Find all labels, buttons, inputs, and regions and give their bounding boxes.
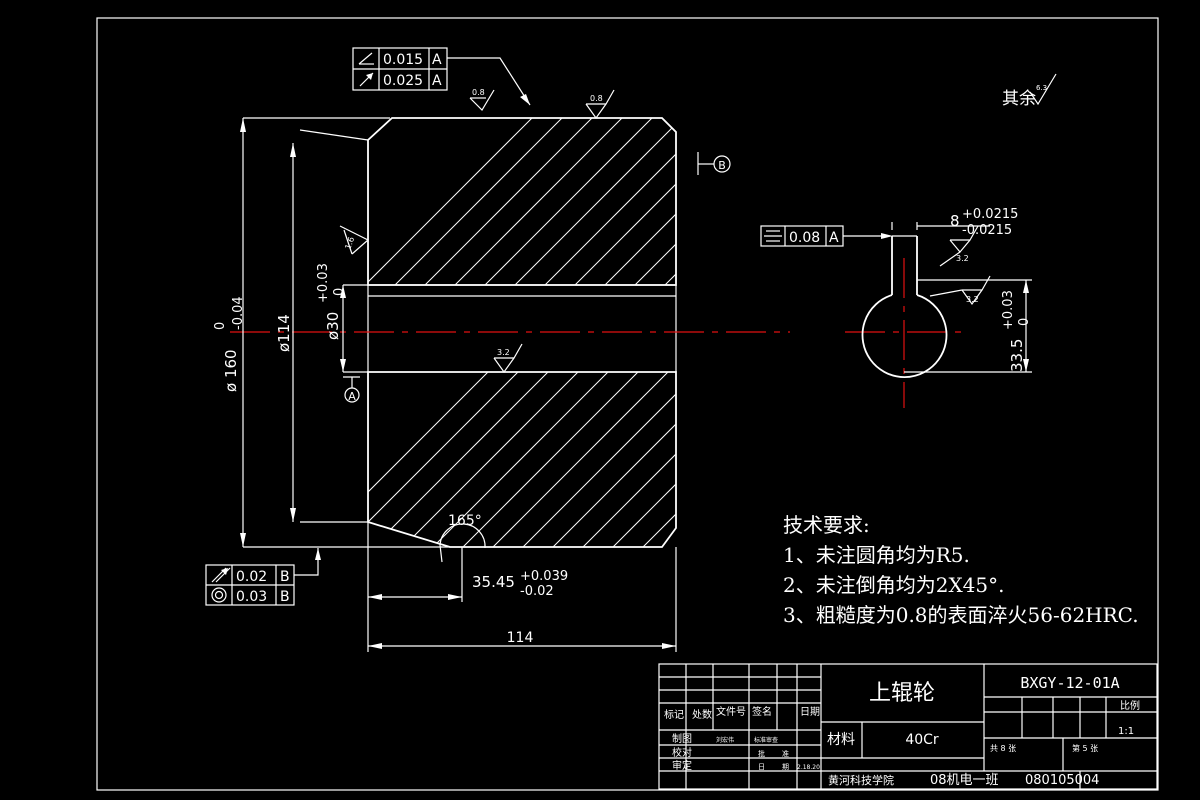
roughness-bore: 3.2: [493, 343, 523, 374]
hatch-top: [368, 118, 676, 285]
gdt-bottom-row1-datum: B: [280, 569, 290, 585]
tb-approve-b: 期: [782, 763, 789, 771]
dim-bore-tol-upper: +0.03: [316, 263, 331, 303]
tb-hdr-date: 日期: [800, 706, 820, 718]
gdt-top-row1-datum: A: [432, 52, 442, 68]
roughness-key-bottom: 3.2: [929, 275, 991, 306]
dim-key-depth: 33.5: [1008, 339, 1026, 372]
gdt-top-row2-datum: A: [432, 73, 442, 89]
tb-hdr-sign: 签名: [752, 705, 772, 718]
symmetry-icon: [764, 230, 782, 242]
roughness-face-top2: 0.8: [585, 89, 615, 120]
circular-runout-icon: [359, 72, 374, 87]
tb-approve-a: 日: [758, 763, 765, 771]
concentricity-icon: [211, 587, 227, 603]
tb-school: 黄河科技学院: [828, 773, 894, 787]
gdt-keyway-value: 0.08: [789, 230, 820, 246]
gdt-bottom-row2-value: 0.03: [236, 589, 267, 605]
tech-item-2: 2、未注倒角均为2X45°.: [783, 573, 1005, 597]
roughness-key-bottom-value: 3.2: [966, 295, 979, 304]
dim-key-depth-tol-upper: +0.03: [1001, 290, 1016, 330]
dim-outer-dia-tol-lower: -0.04: [231, 296, 246, 330]
dim-outer-dia-tol-upper: 0: [213, 322, 228, 330]
roughness-other-value: 6.3: [1036, 84, 1047, 92]
tb-hdr-mark: 标记: [664, 709, 684, 721]
gdt-keyway: 0.08 A: [760, 225, 893, 247]
tb-check-b: 准: [782, 749, 789, 758]
gdt-bottom: 0.02 B 0.03 B: [205, 548, 321, 606]
dim-key-width-tol-upper: +0.0215: [962, 207, 1018, 222]
gdt-bottom-row1-value: 0.02: [236, 569, 267, 585]
tb-scale-label: 比例: [1120, 699, 1140, 712]
tb-check-a: 批: [758, 749, 765, 758]
dim-inner-dia: ø114: [275, 143, 296, 522]
tech-title: 技术要求:: [783, 513, 870, 537]
datum-a: A: [343, 376, 360, 403]
dim-key-width-tol-lower: -0.0215: [962, 223, 1012, 238]
tech-requirements: 技术要求: 1、未注圆角均为R5. 2、未注倒角均为2X45°. 3、粗糙度为0…: [783, 513, 1139, 627]
tb-part-name: 上辊轮: [869, 681, 935, 706]
hatch-bottom: [368, 372, 676, 547]
title-block: 上辊轮 BXGY-12-01A 比例 1:1 材料 40Cr 共 8 张 第 5…: [658, 663, 1158, 790]
roughness-face-top1: 0.8: [469, 88, 495, 111]
tech-item-3: 3、粗糙度为0.8的表面淬火56-62HRC.: [783, 603, 1139, 627]
tb-class: 08机电一班: [930, 773, 999, 788]
tb-material: 40Cr: [905, 732, 939, 748]
tb-approve-label: 审定: [672, 759, 692, 772]
roughness-other: 其余 6.3: [1002, 73, 1057, 109]
dim-bore-dia: ø30 +0.03 0: [316, 263, 368, 373]
section-view: [299, 117, 677, 549]
dim-length-label: 114: [507, 630, 534, 646]
dim-outer-dia: ø 160 0 -0.04: [213, 117, 450, 548]
roughness-bore-value: 3.2: [497, 348, 510, 357]
tb-check-label: 校对: [672, 746, 692, 759]
gdt-keyway-datum: A: [829, 230, 839, 246]
tb-sheets-total: 共 8 张: [990, 744, 1016, 753]
tb-hdr-file: 文件号: [716, 705, 746, 718]
roughness-key-side-value: 3.2: [956, 254, 969, 263]
roughness-bore-left: 1.6: [339, 225, 370, 255]
dim-bore-dia-label: ø30: [324, 312, 342, 340]
dim-groove-tol-lower: -0.02: [520, 584, 554, 599]
roughness-face-top2-value: 0.8: [590, 94, 603, 103]
tb-approve-date: 2.18.20: [797, 764, 820, 771]
roughness-face-top1-value: 0.8: [472, 88, 485, 97]
tb-hdr-count: 处数: [692, 708, 712, 721]
tb-scale-value: 1:1: [1118, 726, 1134, 737]
dim-angle-label: 165°: [448, 513, 482, 529]
tb-student-no: 080105004: [1025, 773, 1099, 788]
roughness-bore-left-value: 1.6: [343, 236, 356, 251]
gdt-top-row1-value: 0.015: [383, 52, 423, 68]
dim-groove: 35.45 +0.039 -0.02: [368, 547, 568, 602]
dim-key-width: 8: [950, 212, 960, 230]
dim-groove-label: 35.45: [472, 573, 515, 591]
roughness-key-side: 3.2: [939, 225, 979, 267]
roughness-other-label: 其余: [1002, 89, 1036, 109]
dim-bore-tol-lower: 0: [332, 288, 347, 296]
datum-a-label: A: [348, 390, 356, 403]
dim-key-depth-tol-lower: 0: [1017, 318, 1032, 326]
datum-b-label: B: [718, 159, 726, 172]
tb-draw-name: 刘宏伟: [716, 736, 734, 744]
dim-length: 114: [367, 522, 677, 652]
tb-drawing-no: BXGY-12-01A: [1020, 674, 1119, 692]
tb-sheet-no: 第 5 张: [1072, 743, 1098, 753]
drawing-border: [96, 17, 1159, 791]
tb-draw-label: 制图: [672, 732, 692, 745]
tb-draw-std: 标准审查: [754, 736, 778, 744]
gdt-top-row2-value: 0.025: [383, 73, 423, 89]
keyway-view: 8 +0.0215 -0.0215 33.5 +0.03 0: [861, 207, 1032, 378]
dim-outer-dia-label: ø 160: [222, 349, 240, 392]
total-runout-icon: [211, 567, 231, 583]
tech-item-1: 1、未注圆角均为R5.: [783, 543, 970, 567]
angularity-icon: [358, 52, 374, 65]
tb-material-label: 材料: [827, 732, 855, 748]
dim-groove-tol-upper: +0.039: [520, 569, 568, 584]
datum-b: B: [697, 152, 731, 175]
gdt-bottom-row2-datum: B: [280, 589, 290, 605]
gdt-top: 0.015 A 0.025 A: [352, 47, 531, 106]
dim-inner-dia-label: ø114: [275, 314, 293, 352]
